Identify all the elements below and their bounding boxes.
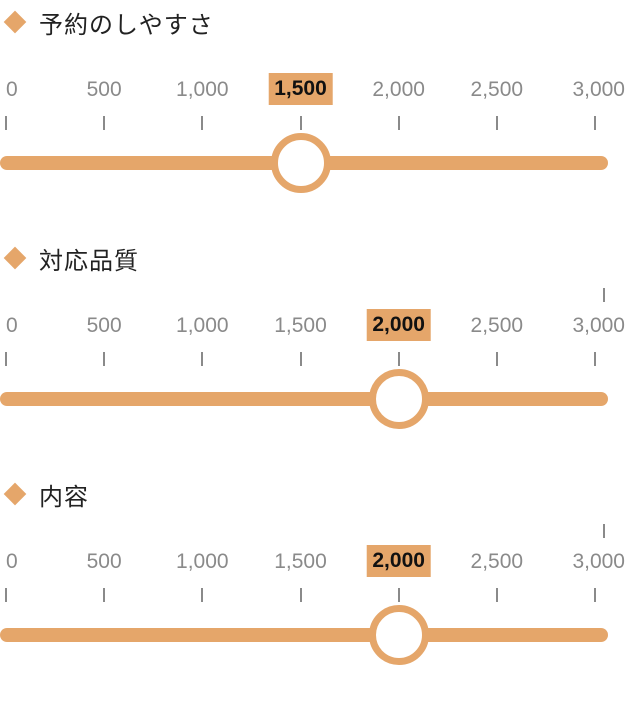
tick-label: 1,000 [176, 78, 229, 101]
tick-mark [103, 116, 106, 130]
tick-mark [594, 352, 596, 366]
tick-mark [103, 352, 106, 366]
tick-label: 3,000 [572, 550, 625, 573]
diamond-icon [3, 482, 27, 506]
tick-label: 500 [86, 78, 122, 101]
diamond-icon [3, 246, 27, 270]
section-header: 予約のしやすさ [0, 0, 214, 44]
tick-label: 500 [86, 314, 122, 337]
tick-mark [397, 352, 400, 366]
current-value-badge: 2,000 [366, 545, 431, 577]
slider-handle[interactable] [368, 369, 429, 429]
tick-scale: 0 500 1,000 1,500 2,000 2,500 3,000 [0, 545, 627, 604]
section-header: 内容 [0, 472, 89, 516]
section-title: 内容 [39, 482, 89, 511]
tick-mark [201, 116, 204, 130]
tick-label: 3,000 [572, 314, 625, 337]
slider-track[interactable] [0, 392, 608, 406]
tick-mark [495, 352, 498, 366]
section-header: 対応品質 [0, 236, 139, 280]
tick-scale: 0 500 1,000 1,500 2,000 2,500 3,000 [0, 73, 627, 132]
current-value-badge: 2,000 [366, 309, 431, 341]
tick-label: 2,500 [470, 78, 524, 101]
current-value-badge: 1,500 [268, 73, 333, 105]
tick-mark [299, 588, 302, 602]
slider-handle[interactable] [270, 133, 331, 193]
tick-label: 2,500 [470, 550, 524, 573]
tick-mark [397, 116, 400, 130]
tick-label: 2,000 [372, 78, 425, 101]
tick-mark [299, 116, 302, 130]
tick-mark [495, 588, 498, 602]
tick-label: 1,500 [274, 314, 327, 337]
tick-mark [495, 116, 498, 130]
section-title: 予約のしやすさ [39, 10, 214, 39]
tick-mark [594, 116, 596, 130]
diamond-icon [3, 10, 27, 34]
tick-mark [5, 116, 7, 130]
tick-mark [5, 588, 7, 602]
slider-track[interactable] [0, 628, 608, 642]
tick-mark [103, 588, 106, 602]
tick-label: 3,000 [572, 78, 625, 101]
tick-label: 1,000 [176, 314, 229, 337]
tick-label: 0 [6, 550, 18, 573]
tick-mark [397, 588, 400, 602]
tick-label: 1,500 [274, 550, 327, 573]
tick-scale: 0 500 1,000 1,500 2,000 2,500 3,000 [0, 309, 627, 368]
tick-mark [603, 524, 605, 538]
slider-handle[interactable] [368, 605, 429, 665]
tick-label: 2,500 [470, 314, 524, 337]
slider-section: 予約のしやすさ 0 500 1,000 1,500 2,000 2,500 3,000 [0, 0, 627, 236]
tick-label: 0 [6, 314, 18, 337]
tick-mark [201, 352, 204, 366]
slider-section: 対応品質 0 500 1,000 1,500 2,000 2,500 3,000 [0, 236, 627, 472]
section-title: 対応品質 [39, 246, 139, 275]
slider-section: 内容 0 500 1,000 1,500 2,000 2,500 3,000 [0, 472, 627, 708]
tick-mark [5, 352, 7, 366]
tick-mark [603, 288, 605, 302]
tick-label: 500 [86, 550, 122, 573]
tick-mark [594, 588, 596, 602]
tick-label: 0 [6, 78, 18, 101]
tick-mark [299, 352, 302, 366]
tick-label: 1,000 [176, 550, 229, 573]
tick-mark [201, 588, 204, 602]
